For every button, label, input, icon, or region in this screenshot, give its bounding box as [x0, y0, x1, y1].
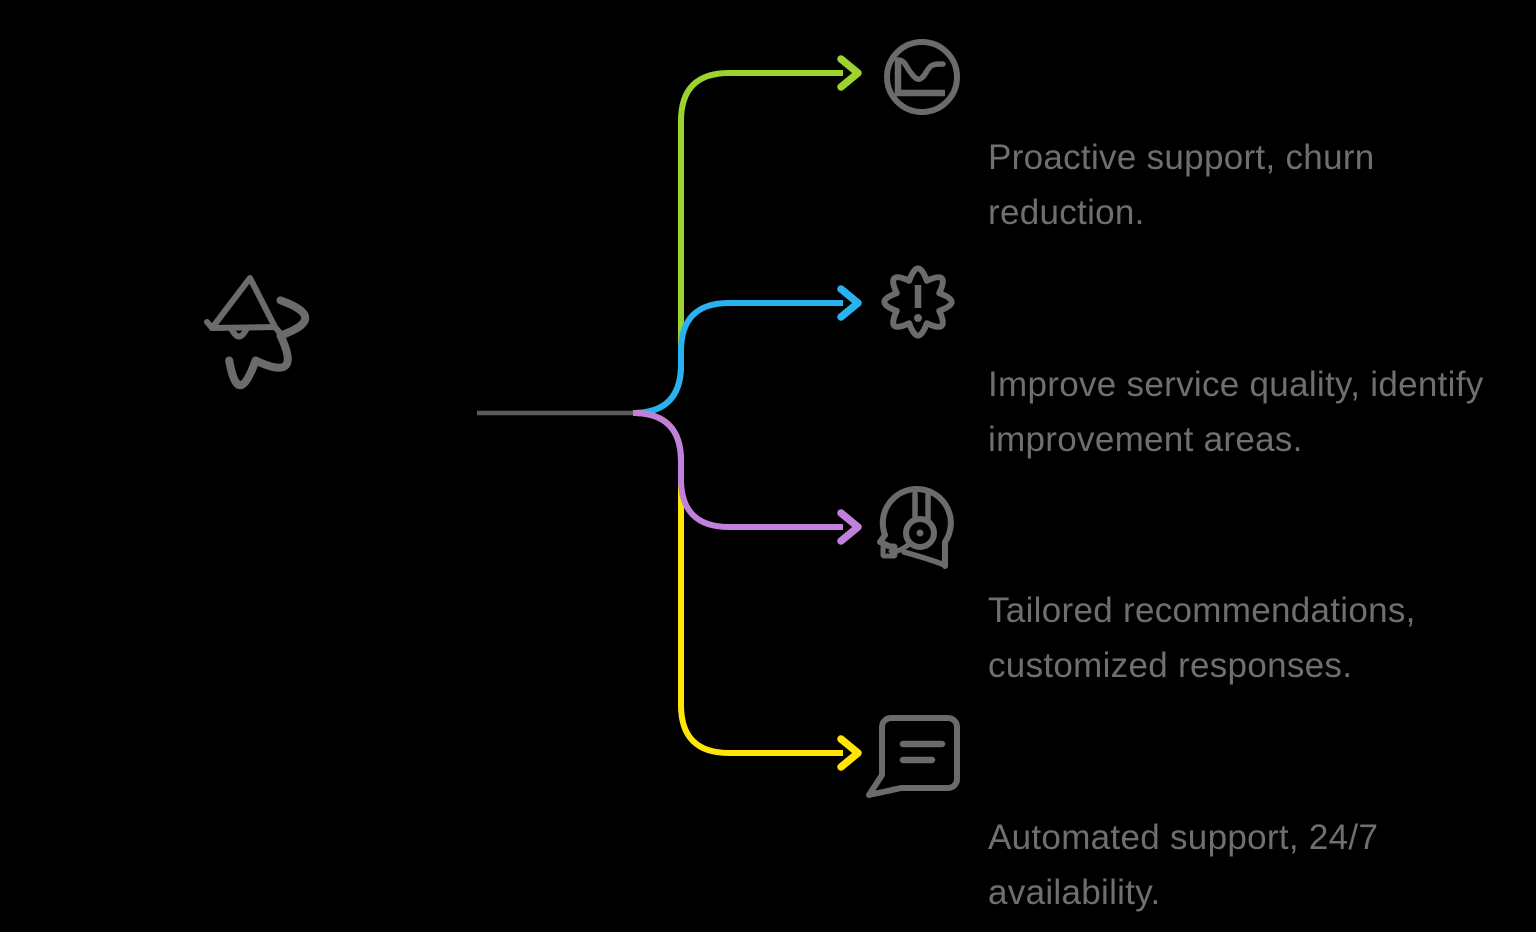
- chart-circle: [884, 39, 960, 115]
- gear-outline: [225, 296, 310, 389]
- headset-earcup-dot: [916, 529, 924, 537]
- headset-mic-boom: [888, 542, 911, 554]
- branch-label-automation: Automated support, 24/7 availability.: [988, 818, 1379, 912]
- bubble-outline: [866, 715, 960, 798]
- branch-line-service-quality: [632, 300, 843, 416]
- chart-axis: [894, 58, 945, 97]
- arrowhead-personalization: [837, 509, 862, 545]
- arrowhead-service-quality: [837, 285, 862, 321]
- branch-line-personalization: [632, 410, 843, 530]
- megaphone-mouth: [228, 325, 250, 340]
- branch-line-automation: [632, 410, 843, 756]
- exclamation-dot: [914, 314, 922, 322]
- chart-wave-line: [895, 57, 946, 82]
- chat-bubble-icon: [866, 715, 960, 798]
- badge-outline: [881, 265, 955, 339]
- megaphone-handle: [204, 319, 283, 336]
- headset-mic: [880, 543, 898, 559]
- branch-label-proactive: Proactive support, churn reduction.: [988, 138, 1375, 232]
- branch-label-service-quality: Improve service quality, identify improv…: [988, 365, 1484, 459]
- agent-jaw-line: [901, 549, 948, 568]
- headset-band: [912, 490, 931, 522]
- exclamation-badge-icon: [881, 265, 955, 339]
- branch-line-proactive: [632, 70, 843, 416]
- line-chart-icon: [884, 39, 960, 115]
- headset-earcup: [903, 516, 937, 550]
- megaphone-cone: [209, 275, 278, 331]
- arrowhead-proactive: [837, 55, 862, 91]
- agent-head-outline: [877, 486, 954, 569]
- gear-megaphone-icon: [204, 275, 310, 389]
- branch-label-personalization: Tailored recommendations, customized res…: [988, 591, 1416, 685]
- support-agent-icon: [877, 486, 954, 569]
- arrowhead-automation: [837, 735, 862, 771]
